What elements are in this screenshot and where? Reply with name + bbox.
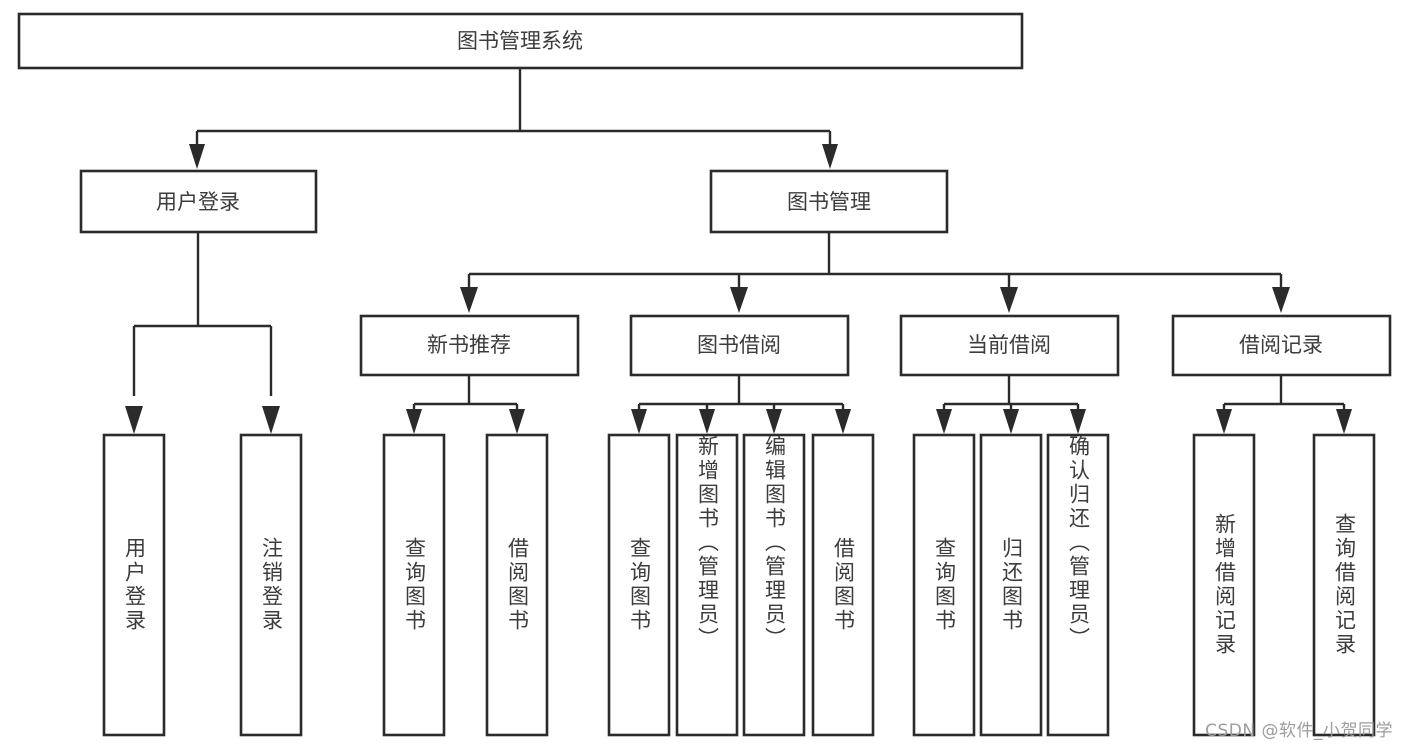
node-user-login[interactable]: 用户登录 xyxy=(79,169,318,234)
leaf-box-user-login-1[interactable] xyxy=(239,433,303,737)
node-book-management[interactable]: 图书管理 xyxy=(709,169,949,234)
arrow-down-icon xyxy=(1336,409,1352,434)
leaf-box-current-borrow-1[interactable] xyxy=(979,433,1043,737)
node-new-book-recommend-label: 新书推荐 xyxy=(427,333,511,357)
node-root[interactable]: 图书管理系统 xyxy=(17,12,1024,70)
node-current-borrow-box[interactable] xyxy=(899,314,1120,377)
arrow-down-icon xyxy=(1070,409,1086,434)
arrow-down-icon xyxy=(766,409,782,434)
leaf-box-book-borrow-2[interactable] xyxy=(742,433,806,737)
connector-user-login-to-leaves xyxy=(125,232,280,434)
leaf-box-book-borrow-0[interactable] xyxy=(607,433,671,737)
watermark: CSDN @软件_小贺同学 xyxy=(1205,721,1393,741)
arrow-down-icon xyxy=(1000,287,1018,313)
arrow-down-icon xyxy=(730,287,748,313)
connector-new-book-recommend-to-leaves xyxy=(406,375,525,434)
arrow-down-icon xyxy=(699,409,715,434)
node-borrow-record[interactable]: 借阅记录 xyxy=(1171,314,1392,377)
node-current-borrow[interactable]: 当前借阅 xyxy=(899,314,1120,377)
node-current-borrow-label: 当前借阅 xyxy=(967,333,1051,357)
arrow-down-icon xyxy=(406,409,422,434)
leaf-box-borrow-record-0[interactable] xyxy=(1192,433,1256,737)
arrow-down-icon xyxy=(631,409,647,434)
node-book-borrow-label: 图书借阅 xyxy=(697,333,781,357)
node-new-book-recommend-box[interactable] xyxy=(359,314,580,377)
leaf-box-user-login-0[interactable] xyxy=(102,433,166,737)
arrow-down-icon xyxy=(460,287,478,313)
leaf-box-current-borrow-0[interactable] xyxy=(912,433,976,737)
arrow-down-icon xyxy=(822,144,838,169)
connector-root-to-level2 xyxy=(189,68,838,169)
node-borrow-record-label: 借阅记录 xyxy=(1239,333,1323,357)
leaf-box-book-borrow-1[interactable] xyxy=(675,433,739,737)
arrow-down-icon xyxy=(509,409,525,434)
node-user-login-label: 用户登录 xyxy=(156,190,240,214)
node-new-book-recommend[interactable]: 新书推荐 xyxy=(359,314,580,377)
arrow-down-icon xyxy=(1272,287,1290,313)
arrow-down-icon xyxy=(1216,409,1232,434)
node-book-management-label: 图书管理 xyxy=(787,190,871,214)
connector-book-management-to-level3 xyxy=(460,232,1290,313)
node-user-login-box[interactable] xyxy=(79,169,318,234)
node-book-borrow[interactable]: 图书借阅 xyxy=(629,314,850,377)
connector-borrow-record-to-leaves xyxy=(1216,375,1352,434)
arrow-down-icon xyxy=(262,406,280,434)
leaf-box-borrow-record-1[interactable] xyxy=(1312,433,1376,737)
arrow-down-icon xyxy=(1003,409,1019,434)
connector-current-borrow-to-leaves xyxy=(936,375,1086,434)
arrow-down-icon xyxy=(125,406,143,434)
node-root-label: 图书管理系统 xyxy=(457,29,583,53)
arrow-down-icon xyxy=(189,144,205,169)
leaf-box-new-book-0[interactable] xyxy=(382,433,446,737)
leaf-box-new-book-1[interactable] xyxy=(485,433,549,737)
arrow-down-icon xyxy=(835,409,851,434)
leaf-box-current-borrow-2[interactable] xyxy=(1046,433,1110,737)
node-root-box[interactable] xyxy=(17,12,1024,70)
leaf-box-book-borrow-3[interactable] xyxy=(811,433,875,737)
connector-book-borrow-to-leaves xyxy=(631,375,851,434)
arrow-down-icon xyxy=(936,409,952,434)
